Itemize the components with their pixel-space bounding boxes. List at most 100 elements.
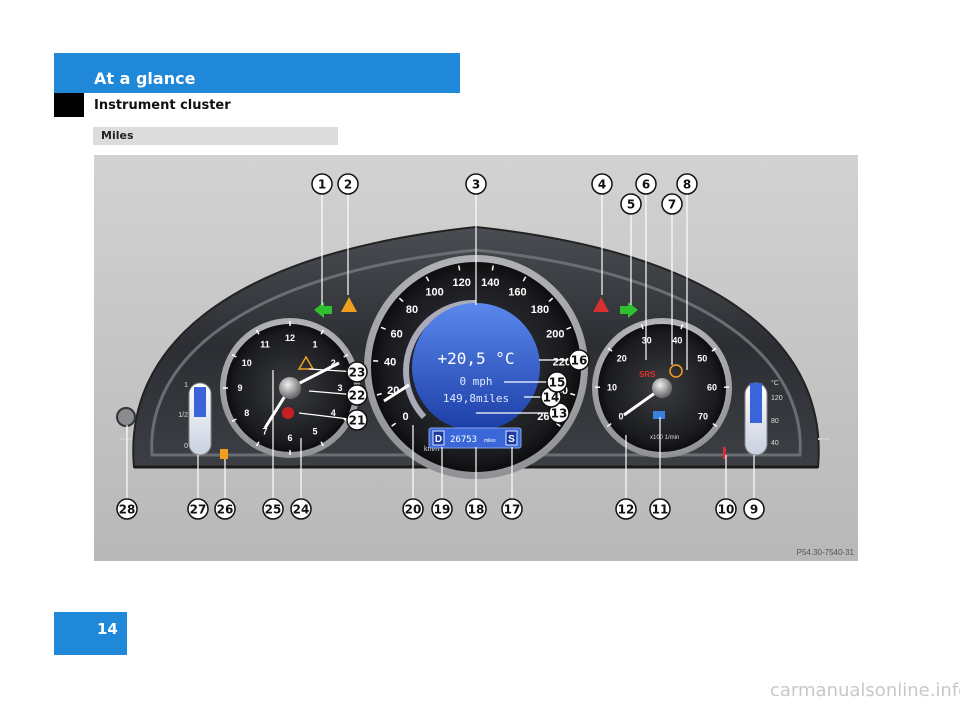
trip-readout: 149,8miles [443, 392, 509, 405]
speedometer-label-tick [376, 392, 382, 396]
odometer-readout: 26753 [450, 435, 477, 445]
callout-marker [743, 498, 765, 520]
tachometer-label: 60 [707, 382, 717, 392]
page-number: 14 [97, 620, 118, 638]
speedometer-label-tick [522, 276, 527, 282]
coolant-tick-40: 40 [771, 440, 779, 447]
figure-code: P54.30-7540-31 [796, 548, 854, 557]
gear-indicator-s: S [508, 434, 515, 445]
clock-label: 2 [331, 358, 336, 368]
callout-marker [311, 173, 333, 195]
page-number-box: 14 [54, 612, 127, 655]
speedometer-label: 120 [452, 277, 470, 289]
clock-label: 8 [244, 408, 249, 418]
tachometer-label: 40 [672, 335, 682, 345]
clock-label: 4 [331, 408, 336, 418]
callout-marker [431, 498, 453, 520]
callout-number: 19 [434, 503, 451, 517]
callout-number: 17 [504, 503, 521, 517]
speedometer-label-tick [491, 265, 494, 271]
tachometer-label: 30 [642, 335, 652, 345]
clock-label: 3 [337, 383, 342, 393]
section-header: At a glance [54, 53, 460, 93]
clock-label-tick [320, 441, 325, 447]
clock-label: 6 [287, 433, 292, 443]
variant-bar: Miles [93, 127, 338, 145]
clock-label: 1 [312, 340, 317, 350]
speedometer-label: 220 [553, 356, 571, 368]
tachometer-label: 50 [697, 353, 707, 363]
callout-number: 14 [543, 391, 560, 405]
callout-number: 13 [551, 407, 568, 421]
callout-number: 21 [349, 414, 366, 428]
callout-number: 8 [683, 178, 691, 192]
clock-label: 7 [262, 426, 267, 436]
callout-number: 3 [472, 178, 480, 192]
callout-marker [635, 173, 657, 195]
callout-number: 18 [468, 503, 485, 517]
speedometer-label: 40 [384, 356, 396, 368]
fuel-tick-empty: 0 [184, 443, 188, 450]
clock-label-tick [255, 329, 260, 335]
callout-marker [214, 498, 236, 520]
coolant-tick-120: 120 [771, 395, 783, 402]
callout-marker [501, 498, 523, 520]
callout-number: 11 [652, 503, 669, 517]
speed-unit: km/h [424, 446, 439, 453]
clock-label: 5 [312, 426, 317, 436]
callout-number: 27 [190, 503, 207, 517]
callout-number: 26 [217, 503, 234, 517]
speedometer-label-tick [458, 265, 461, 271]
clock-label: 11 [260, 340, 270, 350]
speedometer-label-tick [380, 326, 386, 330]
callout-number: 15 [549, 376, 566, 390]
callout-number: 5 [627, 198, 635, 212]
callout-marker [262, 498, 284, 520]
speedometer-label-tick [570, 392, 576, 396]
callout-number: 16 [571, 354, 588, 368]
callout-number: 20 [405, 503, 422, 517]
speedometer-label-tick [548, 297, 554, 303]
callout-marker [187, 498, 209, 520]
speedometer-label: 180 [531, 304, 549, 316]
speedometer-label: 200 [546, 328, 564, 340]
callout-marker [402, 498, 424, 520]
callout-number: 28 [119, 503, 136, 517]
callout-number: 23 [349, 366, 366, 380]
tachometer-label-tick [680, 323, 684, 330]
fuel-tick-half: 1/2 [178, 412, 188, 419]
callout-number: 1 [318, 178, 326, 192]
speedometer-label-tick [425, 276, 430, 282]
callout-number: 9 [750, 503, 758, 517]
speedometer-label: 140 [481, 277, 499, 289]
speedometer-label: 100 [425, 286, 443, 298]
tachometer-label: 10 [607, 382, 617, 392]
callout-marker [116, 498, 138, 520]
tachometer-label: 20 [617, 353, 627, 363]
callout-number: 10 [718, 503, 735, 517]
callout-marker [337, 173, 359, 195]
clock-label-tick [343, 353, 349, 358]
section-title: At a glance [94, 69, 196, 88]
callout-marker [465, 498, 487, 520]
speedometer-label-tick [398, 297, 404, 303]
callout-number: 4 [598, 178, 606, 192]
callout-number: 7 [668, 198, 676, 212]
callout-marker [346, 409, 368, 431]
clock-label-tick [231, 418, 237, 423]
callout-marker [290, 498, 312, 520]
tachometer-label-tick [711, 347, 717, 352]
tachometer-label-tick [712, 422, 718, 428]
coolant-unit: °C [771, 379, 779, 387]
speedometer-label: 60 [391, 328, 403, 340]
callout-marker [346, 384, 368, 406]
callout-number: 22 [349, 389, 366, 403]
odometer-unit: miles [484, 438, 496, 444]
callout-marker [676, 173, 698, 195]
clock-label: 10 [242, 358, 252, 368]
coolant-warning-lamp [723, 447, 726, 459]
watermark: carmanualsonline.info [770, 680, 960, 701]
clock-label-tick [255, 441, 260, 447]
speedometer-label: 0 [402, 411, 408, 423]
